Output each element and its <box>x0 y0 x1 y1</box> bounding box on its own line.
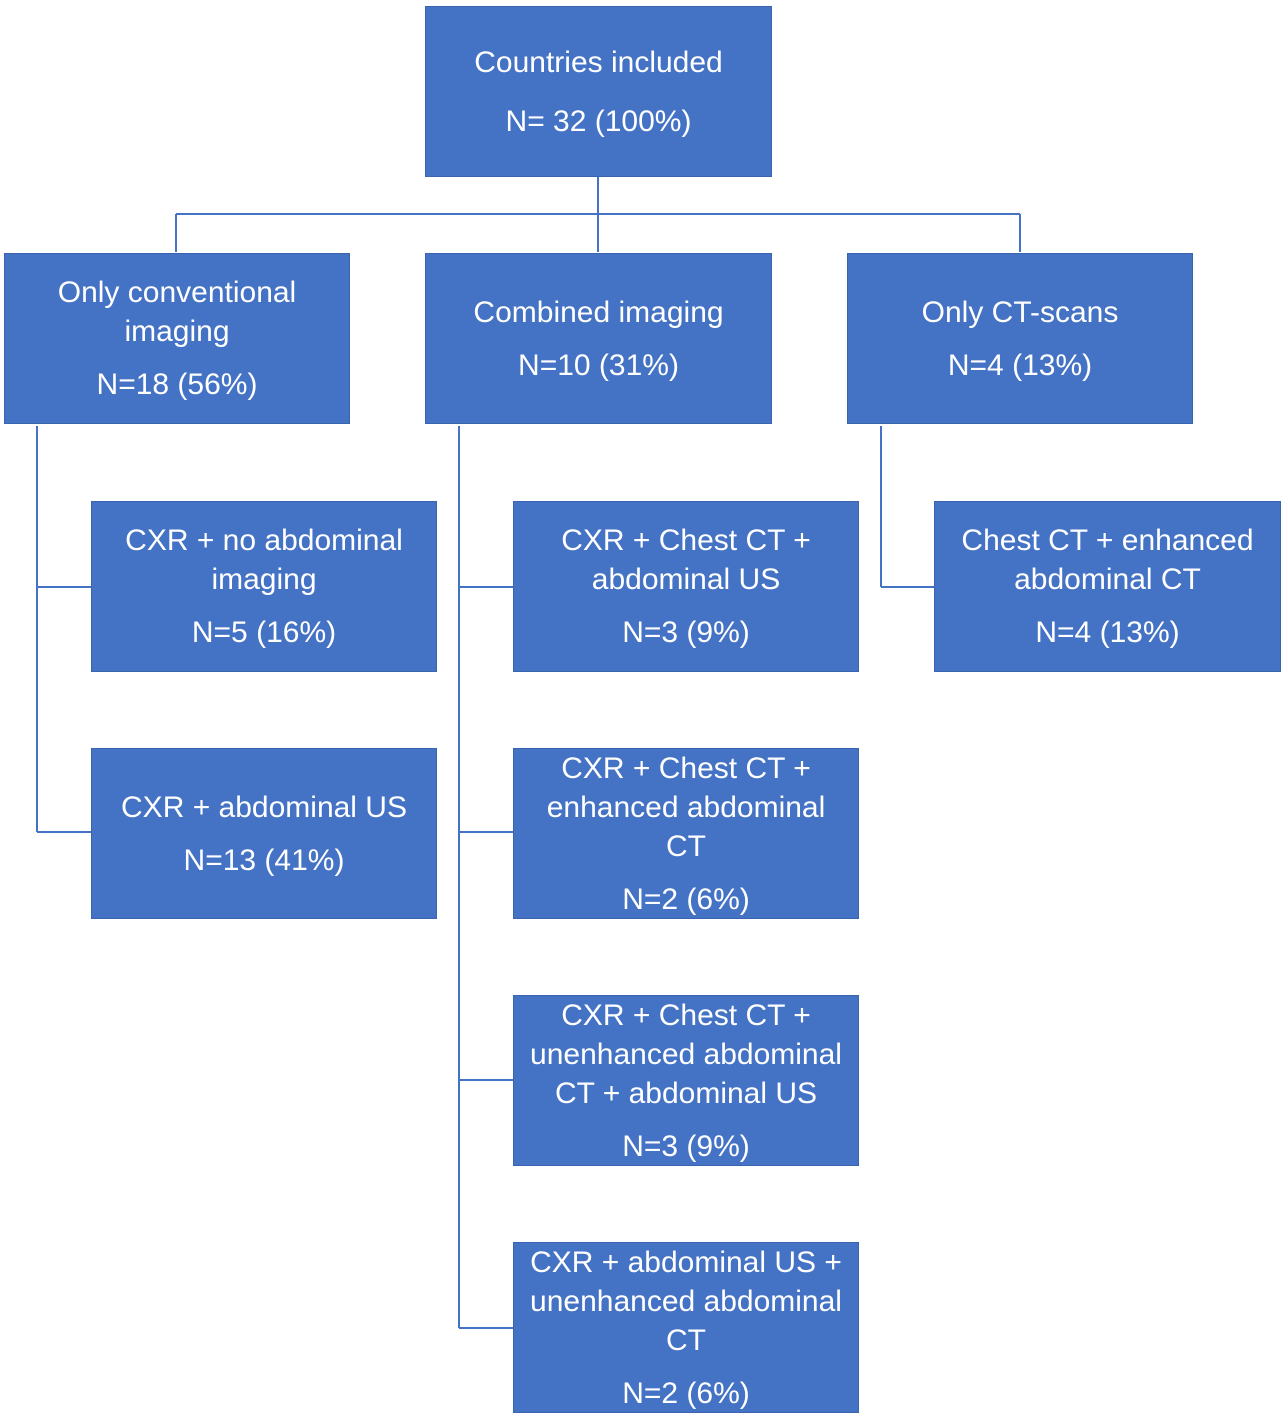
subgroup-title: CXR + no abdominal imaging <box>125 524 403 596</box>
subgroup-count: N=2 (6%) <box>622 882 750 916</box>
subgroup-box: CXR + Chest CT + abdominal US N=3 (9%) <box>513 501 859 672</box>
subgroup-count: N=2 (6%) <box>622 1376 750 1410</box>
root-box: Countries included N= 32 (100%) <box>425 6 772 177</box>
group-count: N=18 (56%) <box>96 368 258 401</box>
subgroup-title: CXR + abdominal US + unenhanced abdomina… <box>530 1245 842 1357</box>
group-count: N=4 (13%) <box>947 348 1093 382</box>
group-title: Only CT-scans <box>921 295 1119 329</box>
subgroup-box: CXR + abdominal US N=13 (41%) <box>91 748 437 919</box>
subgroup-title: CXR + abdominal US <box>121 790 407 824</box>
group-title: Combined imaging <box>473 295 724 329</box>
subgroup-count: N=4 (13%) <box>1035 616 1180 649</box>
subgroup-box: CXR + Chest CT + enhanced abdominal CT N… <box>513 748 859 919</box>
group-box-ct-scans: Only CT-scans N=4 (13%) <box>847 253 1193 424</box>
subgroup-count: N=13 (41%) <box>183 843 345 877</box>
group-title: Only conventional imaging <box>57 276 297 348</box>
root-title: Countries included <box>474 45 723 79</box>
group-box-combined: Combined imaging N=10 (31%) <box>425 253 772 424</box>
subgroup-count: N=3 (9%) <box>622 616 750 649</box>
subgroup-count: N=5 (16%) <box>191 616 337 649</box>
subgroup-box: CXR + Chest CT + unenhanced abdominal CT… <box>513 995 859 1166</box>
subgroup-count: N=3 (9%) <box>622 1129 750 1163</box>
group-box-conventional: Only conventional imaging N=18 (56%) <box>4 253 350 424</box>
root-count: N= 32 (100%) <box>505 104 692 138</box>
subgroup-title: CXR + Chest CT + unenhanced abdominal CT… <box>530 998 842 1110</box>
subgroup-box: Chest CT + enhanced abdominal CT N=4 (13… <box>934 501 1281 672</box>
subgroup-box: CXR + no abdominal imaging N=5 (16%) <box>91 501 437 672</box>
subgroup-title: CXR + Chest CT + enhanced abdominal CT <box>546 751 826 863</box>
subgroup-title: CXR + Chest CT + abdominal US <box>561 524 811 596</box>
subgroup-title: Chest CT + enhanced abdominal CT <box>961 524 1254 596</box>
group-count: N=10 (31%) <box>518 348 679 382</box>
subgroup-box: CXR + abdominal US + unenhanced abdomina… <box>513 1242 859 1413</box>
